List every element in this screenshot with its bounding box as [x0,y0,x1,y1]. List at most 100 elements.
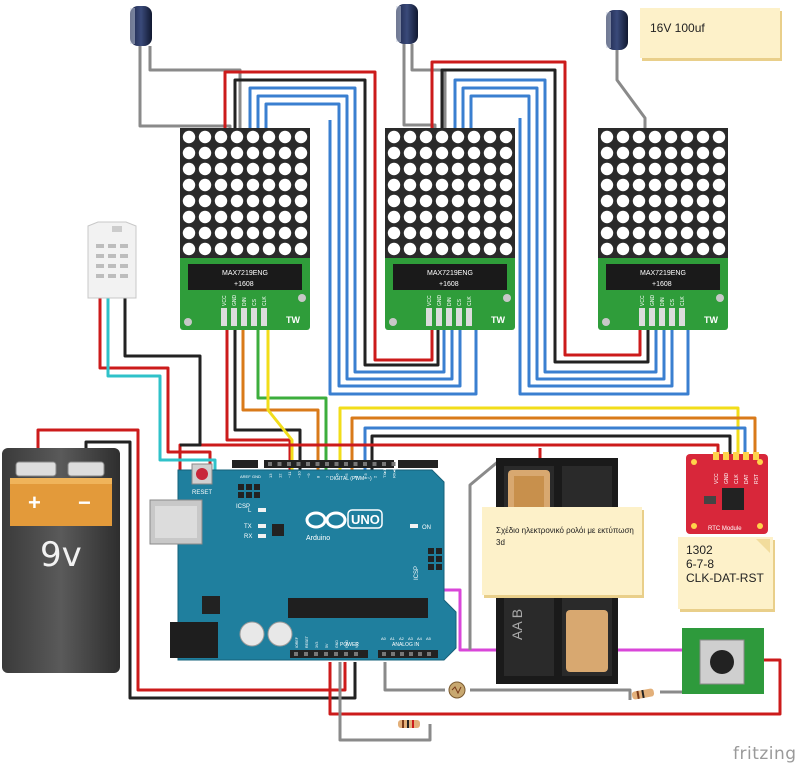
wire-rtc-red [178,443,720,470]
wire-bottom-gray-3 [470,688,632,700]
matrix-pin-label: CS [252,298,258,306]
wire-cap2-lead2 [410,44,447,138]
matrix-pin-label: VCC [222,295,228,306]
wire-m1-gnd [233,330,302,470]
capacitor-1 [130,6,152,46]
matrix-pin-label: CLK [262,296,268,306]
power-pin-label: IOREF [295,636,299,648]
power-pin-label: GND [335,640,339,648]
wires [36,44,782,742]
wire-bottom-gray-1 [338,662,432,742]
rtc-note-line-3: CLK-DAT-RST [686,571,764,585]
arduino-logo-icon [305,511,347,529]
matrix-brand: TW [491,315,505,325]
capacitor-3 [606,10,628,50]
digital-pin-label: 8 [316,475,321,478]
wire-black-bridge-2 [440,68,650,364]
matrix-pin-label: VCC [427,295,433,306]
matrix-chip-code: +1608 [234,281,254,288]
analog-pin-label: A2 [399,636,405,641]
battery-9v: + − 9v [2,448,120,673]
rtc-pin-label: DAT [744,474,750,484]
wire-blue-outer-1 [328,120,478,396]
matrix-pin-label: GND [437,295,443,307]
matrix-pin-label: DIN [242,297,248,306]
matrix-pin-label: CS [457,298,463,306]
analog-pin-label: A3 [408,636,414,641]
power-label: POWER [340,642,359,648]
power-pin-label: RESET [305,635,309,648]
matrix-pin-label: CLK [467,296,473,306]
wire-rtc-black [370,434,732,470]
capacitor-2 [396,4,418,44]
wire-cap1-lead [138,46,232,138]
matrix-chip-label: MAX7219ENG [222,270,268,277]
description-note: Σχέδιο ηλεκτρονικό ρολόι με εκτύπωση 3d [482,507,642,595]
wire-rtc-yellow [338,406,740,470]
wire-cap3-lead [615,50,647,138]
matrix-chip-label: MAX7219ENG [640,270,686,277]
digital-pin-label: RX◂0 [392,467,397,478]
aref-label: AREF [240,474,251,479]
matrix-chip-code: +1608 [652,281,672,288]
wire-red-bridge-1 [223,70,434,362]
icsp-label: ICSP [236,504,250,510]
wire-dht-black [123,298,202,447]
digital-pin-label: ~5 [344,473,349,478]
matrix-pin-label: VCC [640,295,646,306]
matrix-brand: TW [704,315,718,325]
wire-blue-outer-2 [518,118,690,396]
digital-pin-label: 2 [373,475,378,478]
holder-label: AA B [509,609,525,640]
capacitor-note: 16V 100uf [640,8,780,58]
resistor-1 [398,720,420,728]
digital-pin-label: 13 [268,473,273,478]
wire-dht-cyan [106,298,217,470]
analog-pin-label: A0 [381,636,387,641]
wire-rtc-blue [363,426,747,470]
wire-black-bridge-1 [233,78,440,367]
wire-m1-din [241,330,320,470]
matrix-pin-label: CS [670,298,676,306]
digital-pin-label: ~9 [306,473,311,478]
gnd-label: GND [252,474,261,479]
power-pin-label: 5V [325,643,329,648]
digital-pin-label: ~6 [335,473,340,478]
battery-voltage-label: 9v [40,535,82,575]
rtc-module-label: RTC Module [708,526,742,532]
icsp2-label: ICSP [414,566,420,580]
matrix-pin-label: GND [650,295,656,307]
rtc-note-line-2: 6-7-8 [686,557,715,571]
ldr-sensor [448,681,466,699]
matrix-pin-label: DIN [660,297,666,306]
battery-plus-label: + [28,490,41,515]
rtc-pin-label: CLK [734,474,740,484]
wire-9v-black [84,440,357,700]
reset-label: RESET [192,490,212,496]
rx-label: RX [244,534,252,540]
led-l-label: L [248,508,252,514]
power-pin-label: GND [345,640,349,648]
digital-label: DIGITAL (PWM=~) [330,476,372,482]
tx-label: TX [244,524,252,530]
wire-m1-vcc [225,330,292,470]
matrix-brand: TW [286,315,300,325]
digital-pin-label: 12 [278,473,283,478]
wire-red-bridge-2 [430,60,642,357]
digital-pin-label: ~3 [363,473,368,478]
matrix-chip-code: +1608 [439,281,459,288]
analog-pin-label: A4 [417,636,423,641]
dht-sensor [87,221,137,299]
resistor-2 [631,688,655,700]
digital-pin-label: TX▸1 [382,468,387,478]
description-note-text: Σχέδιο ηλεκτρονικό ρολόι με εκτύπωση 3d [496,526,634,547]
wire-m1-cs [256,330,328,470]
matrix-chip-label: MAX7219ENG [427,270,473,277]
battery-minus-label: − [78,490,91,515]
analog-pin-label: A5 [426,636,432,641]
rtc-note-line-1: 1302 [686,543,713,557]
